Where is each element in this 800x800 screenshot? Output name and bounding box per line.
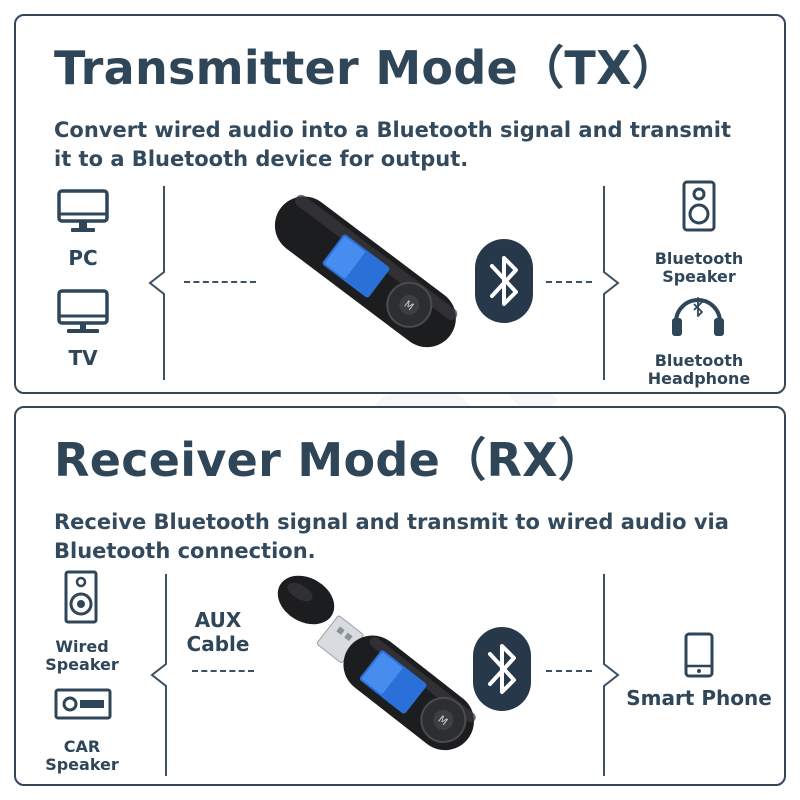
tx-right-label-speaker: Bluetooth Speaker	[654, 249, 744, 286]
rx-description: Receive Bluetooth signal and transmit to…	[54, 510, 729, 563]
bluetooth-icon	[475, 239, 533, 323]
smartphone-icon	[684, 632, 714, 678]
tx-right-dash	[546, 281, 592, 283]
tx-left-label-tv: TV	[68, 346, 98, 370]
tx-left-dash	[184, 281, 256, 283]
headphone-icon	[672, 297, 724, 336]
left-brace	[148, 186, 165, 380]
rx-right-label-smart-phone: Smart Phone	[626, 686, 772, 710]
rx-left-label-car-speaker: CAR Speaker	[45, 737, 119, 774]
rx-title: Receiver Mode（RX）	[54, 433, 605, 487]
monitor-icon	[57, 189, 109, 232]
car-stereo-icon	[54, 688, 112, 720]
rx-connector-label: AUX Cable	[186, 608, 250, 656]
tv-icon	[57, 289, 109, 333]
right-brace	[603, 186, 620, 380]
bluetooth-adapter-with-cap-image: M	[277, 575, 476, 751]
tx-title: Transmitter Mode（TX）	[54, 41, 679, 95]
wired-speaker-icon	[64, 570, 98, 624]
rx-left-label-wired-speaker: Wired Speaker	[45, 637, 119, 674]
rx-right-dash	[546, 670, 592, 672]
speaker-icon	[682, 180, 716, 232]
tx-description: Convert wired audio into a Bluetooth sig…	[54, 118, 732, 171]
rx-right-brace	[603, 574, 620, 776]
rx-left-brace	[150, 574, 167, 776]
transmitter-panel: Transmitter Mode（TX） Convert wired audio…	[14, 14, 786, 394]
tx-right-label-headphone: Bluetooth Headphone	[647, 351, 751, 388]
receiver-panel: Receiver Mode（RX） Receive Bluetooth sign…	[14, 406, 786, 786]
tx-left-label-pc: PC	[68, 246, 98, 270]
rx-bluetooth-icon	[473, 627, 531, 711]
bluetooth-adapter-image: M	[274, 194, 458, 348]
rx-connector-dash	[192, 670, 254, 672]
